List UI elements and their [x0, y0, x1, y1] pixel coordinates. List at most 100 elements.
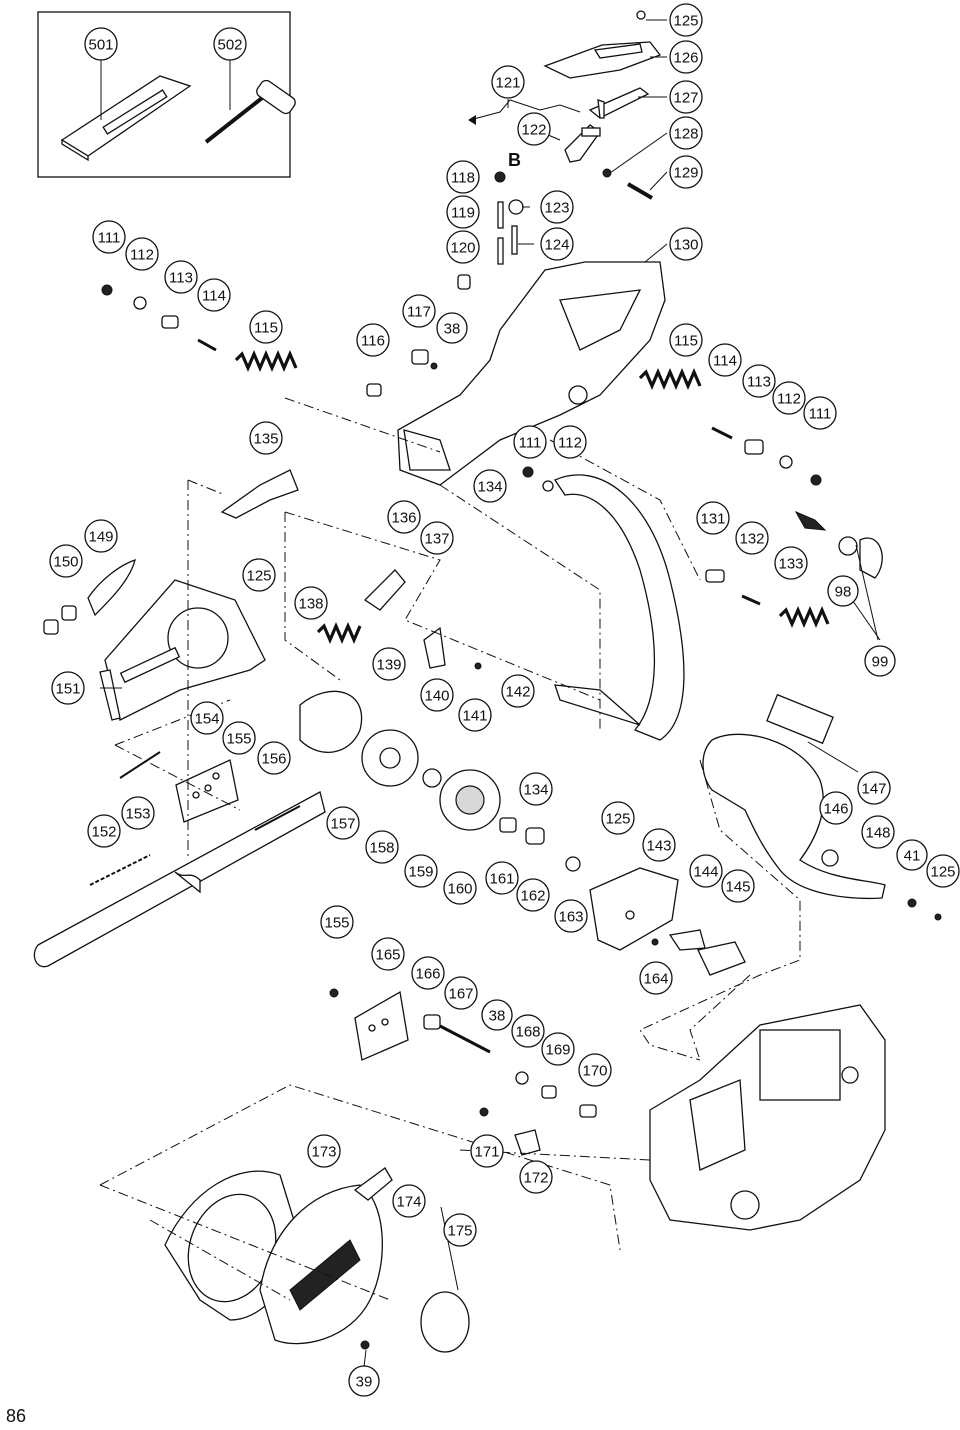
callout-circle [84, 519, 118, 553]
callout-number: 117 [407, 304, 431, 321]
part-callout-113: 113 [164, 260, 198, 294]
callout-circle [242, 558, 276, 592]
callout-circle [517, 112, 551, 146]
callout-circle [121, 796, 155, 830]
callout-circle [257, 741, 291, 775]
callout-number: 502 [217, 37, 242, 54]
callout-circle [540, 190, 574, 224]
oil-pump-parts [589, 867, 746, 976]
callout-circle [578, 1053, 612, 1087]
part-callout-143: 143 [642, 828, 676, 862]
callout-circle [554, 899, 588, 933]
callout-number: 157 [330, 816, 355, 833]
part-callout-159: 159 [404, 854, 438, 888]
part-callout-142: 142 [501, 674, 535, 708]
starter-cover-part [259, 1167, 393, 1350]
chain-cover-plate-part [87, 559, 136, 617]
callout-number: 111 [809, 406, 832, 423]
callout-number: 126 [673, 50, 698, 67]
callout-number: 134 [477, 479, 502, 496]
front-handle-mount-right [705, 510, 883, 629]
av-spring-right-part [638, 367, 822, 486]
part-callout-163: 163 [554, 899, 588, 933]
part-callout-128: 128 [669, 116, 703, 150]
part-callout-137: 137 [420, 521, 454, 555]
callout-circle [642, 828, 676, 862]
callout-circle [404, 854, 438, 888]
callout-circle [392, 1184, 426, 1218]
callout-circle [516, 878, 550, 912]
callout-circle [669, 155, 703, 189]
callout-circle [443, 1213, 477, 1247]
callout-number: 112 [558, 435, 582, 452]
air-filter-part [420, 1291, 470, 1353]
callout-number: 128 [673, 126, 698, 143]
callout-circle [553, 425, 587, 459]
callout-number: 113 [747, 374, 771, 391]
callout-number: 169 [545, 1042, 570, 1059]
callout-number: 151 [55, 681, 80, 698]
callout-number: 175 [447, 1223, 472, 1240]
callout-number: 137 [424, 531, 449, 548]
callout-number: 114 [713, 353, 737, 370]
part-callout-111: 111 [803, 396, 837, 430]
callout-circle [326, 806, 360, 840]
callout-circle [491, 65, 525, 99]
callout-circle [669, 80, 703, 114]
clutch-parts [361, 729, 581, 872]
chain-cover-plate-lower [329, 988, 597, 1156]
callout-number: 174 [396, 1194, 421, 1211]
callout-number: 170 [582, 1063, 607, 1080]
callout-circle [387, 500, 421, 534]
part-callout-112: 112 [125, 237, 159, 271]
plug-wrench-part [204, 79, 296, 144]
callout-number: 123 [544, 200, 569, 217]
callout-number: 38 [489, 1008, 506, 1025]
callout-number: 125 [246, 568, 271, 585]
callout-circle [446, 160, 480, 194]
side-cover-part [99, 579, 266, 721]
callout-circle [356, 323, 390, 357]
guide-bar-part [33, 791, 326, 968]
part-callout-146: 146 [819, 791, 853, 825]
part-callout-131: 131 [696, 501, 730, 535]
callout-number: 113 [169, 270, 193, 287]
part-callout-165: 165 [371, 937, 405, 971]
part-callout-129: 129 [669, 155, 703, 189]
callout-number: 112 [777, 391, 801, 408]
page-number: 86 [6, 1406, 27, 1426]
callout-circle [348, 1365, 380, 1397]
callout-circle [735, 521, 769, 555]
callout-number: 119 [451, 205, 475, 222]
callout-circle [470, 1134, 504, 1168]
callout-circle [84, 27, 118, 61]
reference-lines [99, 397, 801, 1301]
crankcase-part [649, 1004, 886, 1231]
callout-circle [87, 814, 121, 848]
callout-circle [485, 861, 519, 895]
part-callout-99: 99 [864, 645, 896, 677]
callout-number: 129 [673, 165, 698, 182]
part-callout-125: 125 [926, 854, 960, 888]
part-callout-149: 149 [84, 519, 118, 553]
callout-circle [371, 937, 405, 971]
callout-circle [708, 343, 742, 377]
callout-circle [458, 698, 492, 732]
spring-pin-parts [457, 171, 524, 290]
callout-circle [446, 230, 480, 264]
callout-circle [819, 791, 853, 825]
part-callout-127: 127 [669, 80, 703, 114]
callout-number: 140 [424, 688, 449, 705]
callout-number: 159 [408, 864, 433, 881]
callout-number: 160 [447, 881, 472, 898]
part-callout-160: 160 [443, 871, 477, 905]
callout-circle [411, 956, 445, 990]
callout-circle [190, 701, 224, 735]
callout-number: 167 [448, 986, 473, 1003]
callout-circle [861, 815, 895, 849]
throttle-lever-part [588, 87, 650, 119]
part-callout-125: 125 [669, 3, 703, 37]
callout-circle [689, 854, 723, 888]
callout-number: 161 [489, 871, 514, 888]
